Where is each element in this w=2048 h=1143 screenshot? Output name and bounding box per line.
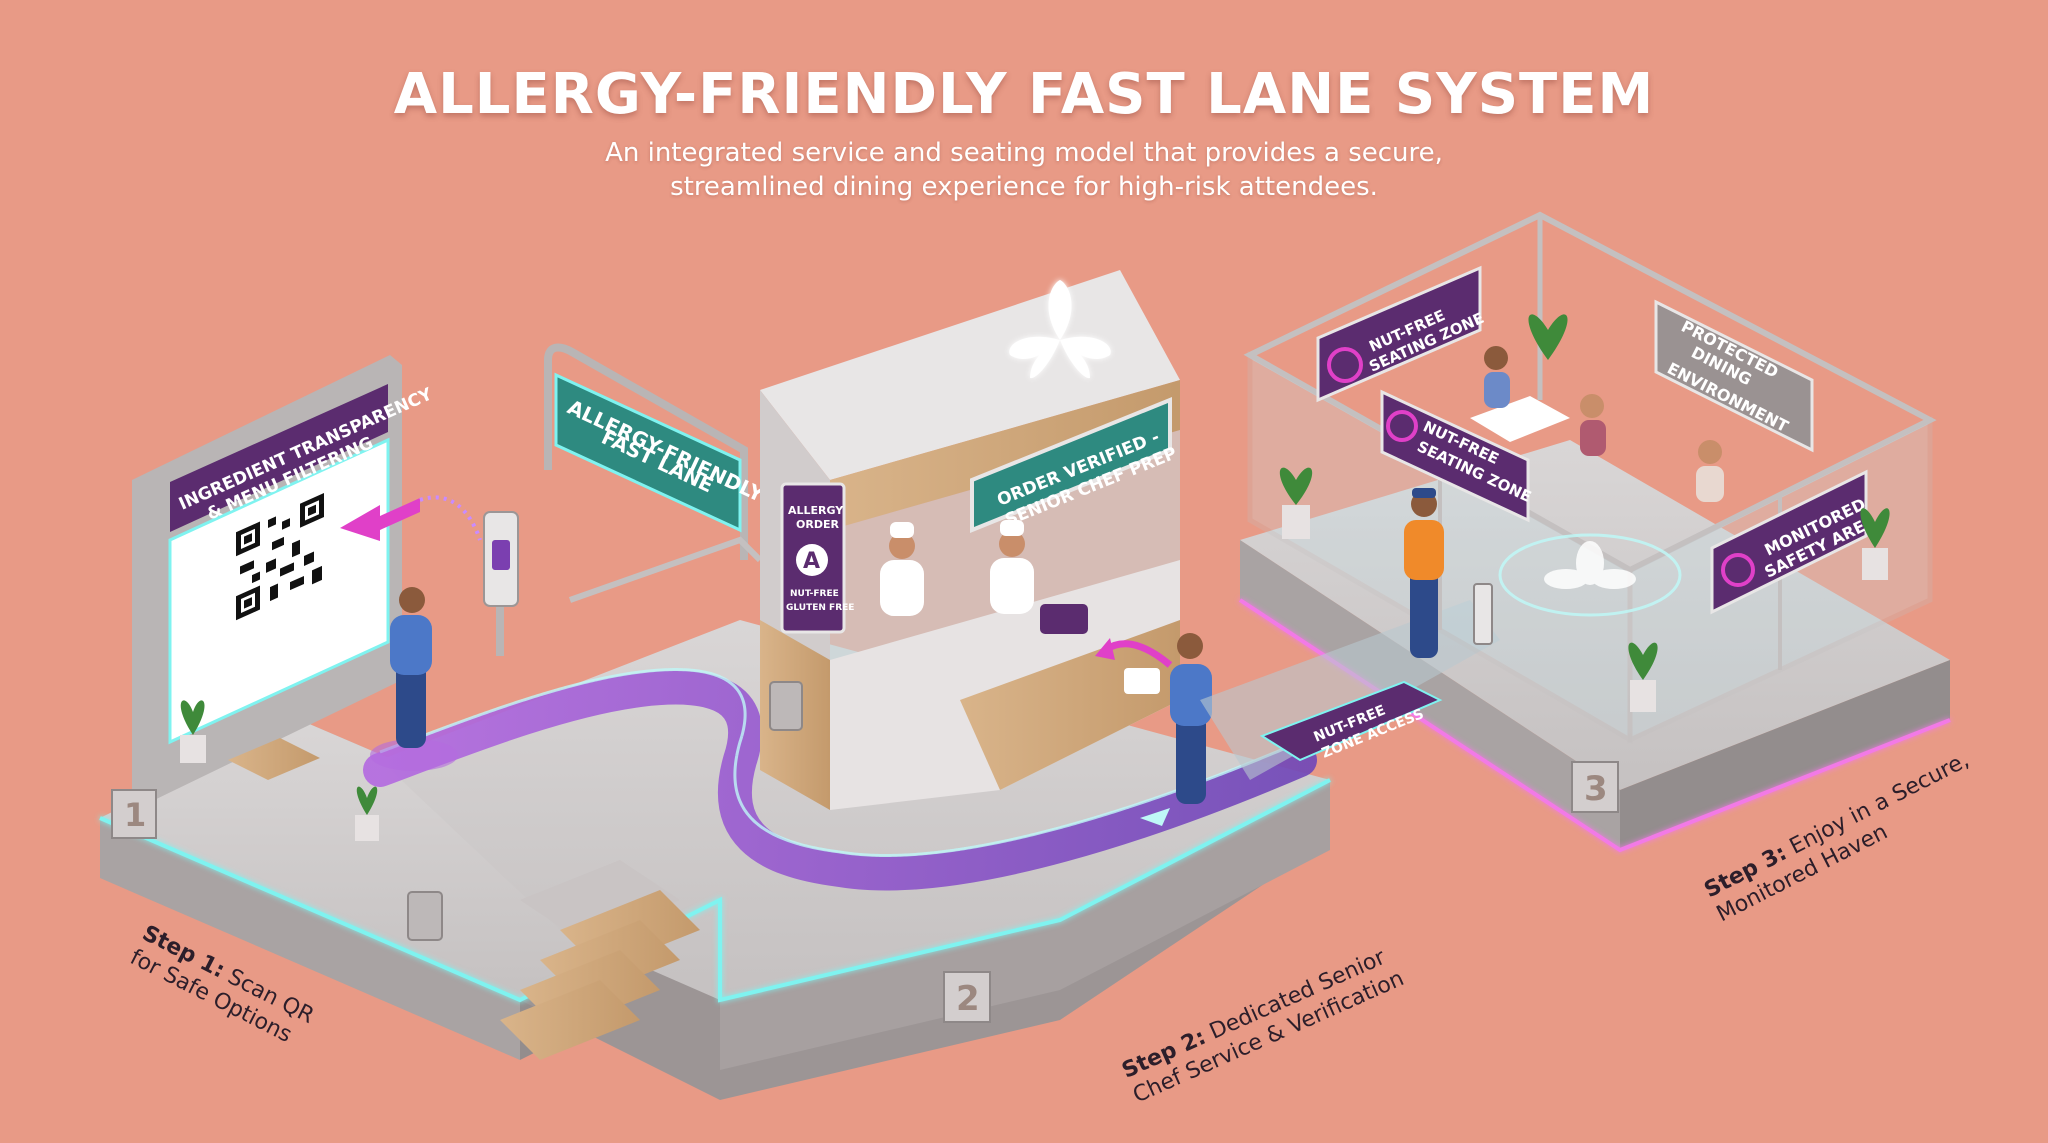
potted-plant-icon xyxy=(1628,642,1658,712)
nut-free-seating-sign-1 xyxy=(1316,265,1482,403)
subtitle-line-2: streamlined dining experience for high-r… xyxy=(670,172,1378,202)
trash-bin xyxy=(407,891,443,941)
zone-access-mat xyxy=(1259,680,1443,762)
guard-railing xyxy=(569,536,763,603)
protected-dining-sign xyxy=(1654,299,1814,453)
chef-figure xyxy=(880,522,924,616)
nut-free-seating-sign-2 xyxy=(1380,389,1530,523)
allergy-order-badge: A xyxy=(803,549,820,574)
step-number-cube-2 xyxy=(943,971,991,1023)
handoff-arrowhead xyxy=(1095,638,1115,660)
no-nut-icon xyxy=(1721,553,1755,587)
dining-table xyxy=(1470,396,1570,442)
diner-body xyxy=(1696,466,1724,502)
step-number-1: 1 xyxy=(124,796,146,834)
path-arrow-icon xyxy=(1140,808,1170,826)
potted-plant-icon xyxy=(1279,467,1313,539)
staff-safety-vest-figure xyxy=(1404,488,1444,658)
fast-lane-path-edge xyxy=(379,668,1301,857)
cyan-glow-edge xyxy=(99,778,1331,1003)
step-number-cube-1 xyxy=(111,789,157,839)
page-title: ALLERGY-FRIENDLY FAST LANE SYSTEM xyxy=(393,62,1655,127)
diner-figure xyxy=(1484,346,1508,370)
meal-container xyxy=(1040,604,1088,634)
step-number-2: 2 xyxy=(956,979,980,1019)
recycling-bin xyxy=(769,681,803,731)
potted-plant-icon xyxy=(1860,508,1890,580)
wooden-bench xyxy=(228,738,320,780)
fast-lane-path xyxy=(363,670,1317,891)
diner-body xyxy=(1580,420,1606,456)
fast-lane-sign-post xyxy=(544,343,748,560)
customer-scanning-figure xyxy=(370,587,458,771)
no-nut-icon xyxy=(1327,347,1363,383)
allergy-order-line4: GLUTEN FREE xyxy=(786,603,854,613)
floor-lotus-icon xyxy=(1498,533,1682,617)
access-gate-scanner xyxy=(1473,583,1493,645)
step-number-3: 3 xyxy=(1584,769,1608,809)
potted-plant-icon xyxy=(355,786,379,841)
allergy-order-line1: ALLERGY xyxy=(788,504,844,517)
potted-plant-icon xyxy=(1528,314,1568,360)
diner-figure xyxy=(1698,440,1722,464)
order-verified-sign xyxy=(970,397,1172,533)
subtitle-line-1: An integrated service and seating model … xyxy=(605,138,1443,168)
step-number-cube-3 xyxy=(1571,761,1619,813)
customer-pickup-figure xyxy=(1124,633,1212,804)
scan-arrow-icon xyxy=(340,498,420,541)
page-subtitle: An integrated service and seating model … xyxy=(424,136,1624,204)
phone-stand xyxy=(483,511,519,656)
allergy-order-line2: ORDER xyxy=(796,518,839,531)
qr-code-icon xyxy=(232,487,328,626)
sparkle-trail xyxy=(419,495,482,541)
staircase xyxy=(500,860,700,1060)
lotus-logo-icon xyxy=(1009,280,1111,379)
allergy-order-line3: NUT-FREE xyxy=(790,589,839,599)
allergy-badge-icon xyxy=(796,544,828,576)
potted-plant-icon xyxy=(180,700,206,763)
chef-figure xyxy=(990,520,1034,614)
diner-figure xyxy=(1580,394,1604,418)
no-nut-icon xyxy=(1386,410,1418,442)
diner-body xyxy=(1484,372,1510,408)
